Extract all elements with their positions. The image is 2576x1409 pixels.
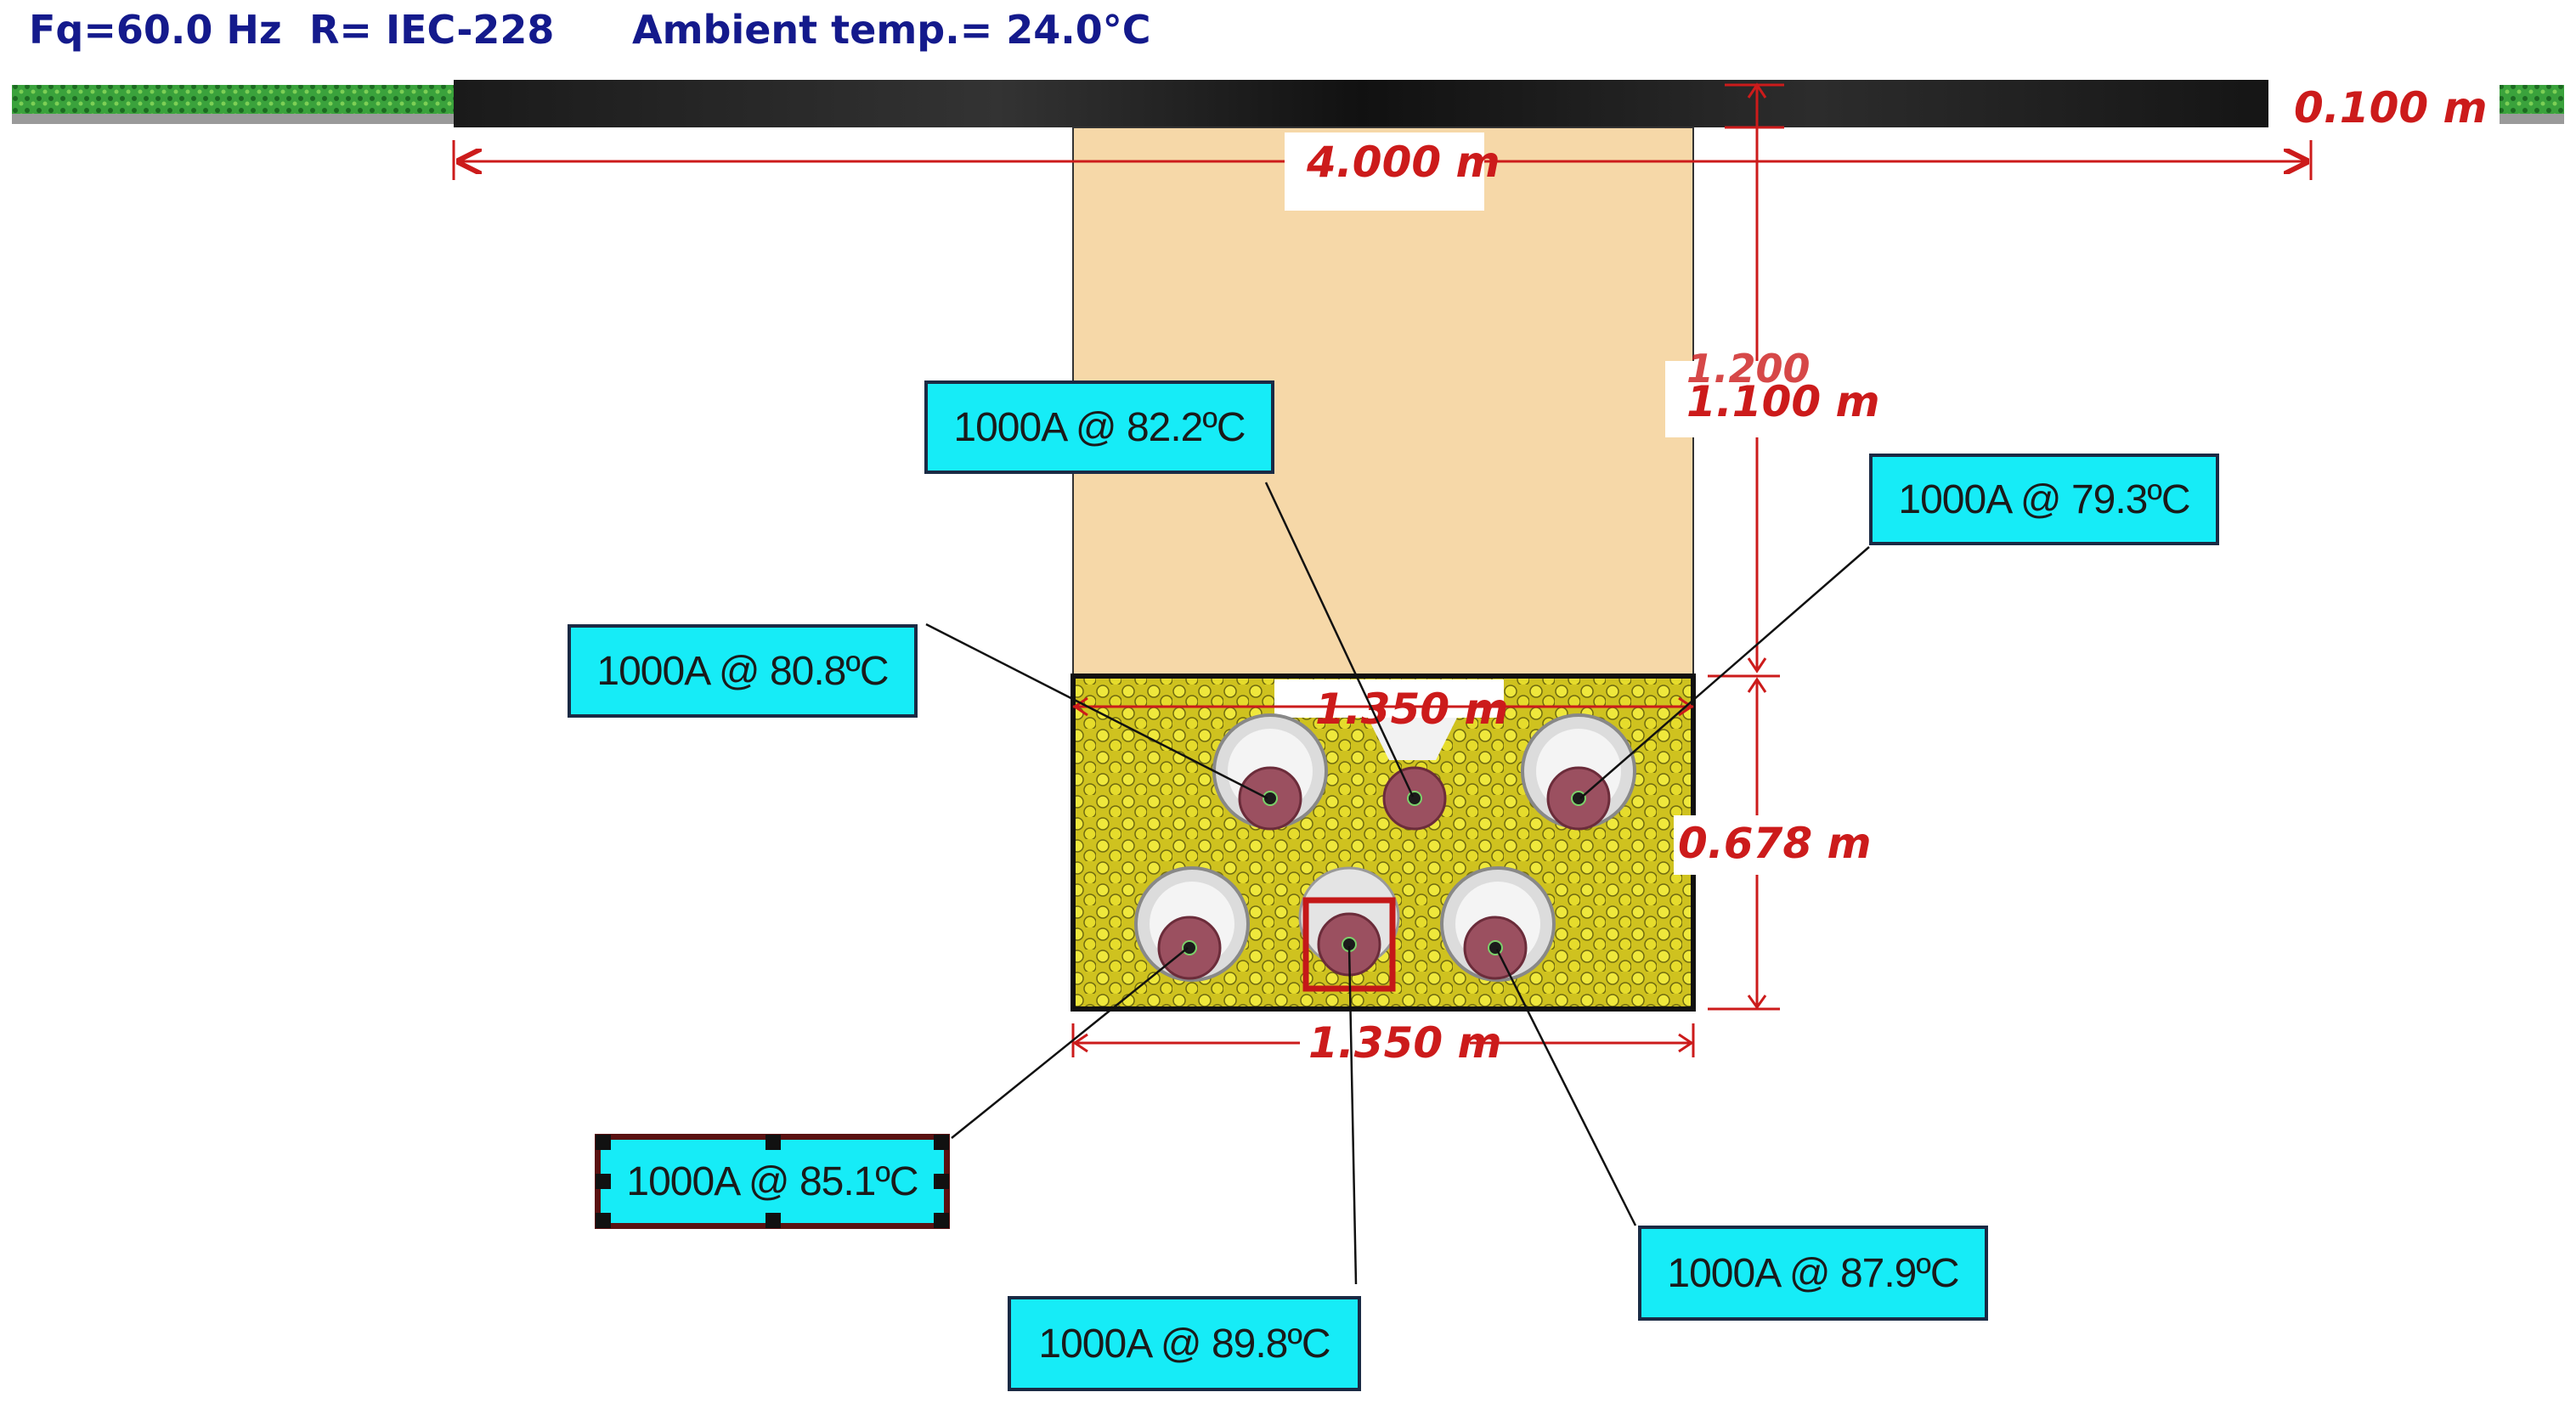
cable-label-c4[interactable]: 1000A @ 85.1ºC xyxy=(595,1134,950,1229)
grass-right xyxy=(2500,85,2564,114)
resize-handle-left-middle[interactable] xyxy=(596,1174,611,1189)
cable-label-c6-text: 1000A @ 87.9ºC xyxy=(1667,1250,1959,1296)
resize-handle-top-middle[interactable] xyxy=(765,1135,781,1150)
leader-c1 xyxy=(925,623,1268,800)
cable-label-c3-text: 1000A @ 79.3ºC xyxy=(1898,476,2190,522)
resize-handle-top-right[interactable] xyxy=(934,1135,949,1150)
cable-label-c3[interactable]: 1000A @ 79.3ºC xyxy=(1869,454,2219,545)
dim-bank-width-bottom: 1.350 m xyxy=(1308,1018,1502,1068)
resistance-text: R= IEC-228 xyxy=(309,7,555,53)
cable-label-c1[interactable]: 1000A @ 80.8ºC xyxy=(568,624,918,718)
resize-handle-bottom-right[interactable] xyxy=(934,1213,949,1228)
leader-c4 xyxy=(951,947,1189,1139)
cable-core-c6 xyxy=(1463,916,1528,980)
dim-trench-width: 4.000 m xyxy=(1306,138,1500,187)
asphalt-layer xyxy=(454,80,2268,127)
cable-label-c1-text: 1000A @ 80.8ºC xyxy=(596,648,889,694)
grass-left xyxy=(12,85,454,114)
leader-c3 xyxy=(1579,546,1870,799)
cable-core-c1 xyxy=(1238,766,1302,831)
cable-label-c2[interactable]: 1000A @ 82.2ºC xyxy=(924,380,1274,474)
cable-label-c5-text: 1000A @ 89.8ºC xyxy=(1038,1321,1330,1367)
frequency-text: Fq=60.0 Hz xyxy=(29,7,282,53)
dim-bank-width-top: 1.350 m xyxy=(1315,685,1509,734)
dim-depth-to-bank: 1.100 m xyxy=(1686,377,1880,426)
cable-label-c2-text: 1000A @ 82.2ºC xyxy=(953,404,1246,450)
cable-label-c4-text: 1000A @ 85.1ºC xyxy=(626,1158,918,1204)
cable-core-c2 xyxy=(1382,766,1447,831)
cable-label-c6[interactable]: 1000A @ 87.9ºC xyxy=(1638,1226,1988,1321)
resize-handle-right-middle[interactable] xyxy=(934,1174,949,1189)
ambient-temp-text: Ambient temp.= 24.0°C xyxy=(632,7,1151,53)
leader-c5 xyxy=(1347,945,1358,1285)
dim-surface-thickness: 0.100 m xyxy=(2294,83,2488,132)
leader-c6 xyxy=(1495,949,1637,1226)
resize-handle-top-left[interactable] xyxy=(596,1135,611,1150)
cable-core-c4 xyxy=(1157,916,1222,980)
leader-c2 xyxy=(1264,482,1415,797)
resize-handle-bottom-middle[interactable] xyxy=(765,1213,781,1228)
resize-handle-bottom-left[interactable] xyxy=(596,1213,611,1228)
dim-depth-overlapped: 1.200 xyxy=(1686,346,1811,392)
cable-core-c3 xyxy=(1546,766,1611,831)
cable-label-c5[interactable]: 1000A @ 89.8ºC xyxy=(1008,1296,1361,1391)
dim-bank-height: 0.678 m xyxy=(1678,819,1872,868)
